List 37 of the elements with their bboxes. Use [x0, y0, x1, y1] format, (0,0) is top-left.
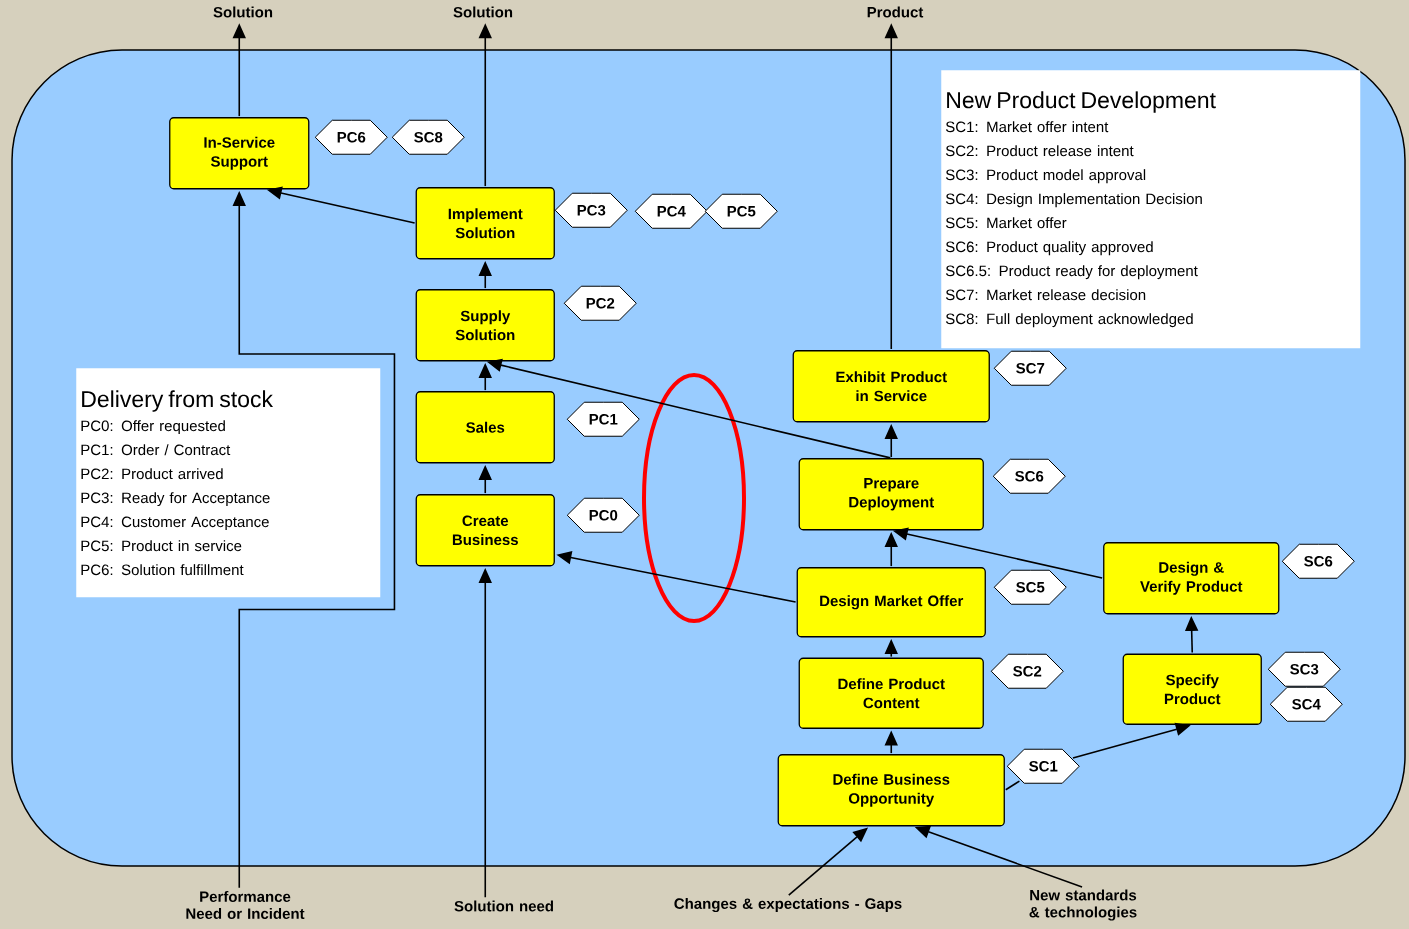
key-box: New Product Development SC1: Market offer intent SC2: Product release intent SC3: Product model approval SC4: Design Implementation Decision SC5: Market offer SC6: Product quality approved SC6.5: Product ready for deployment SC7: Market release decision SC8: Full deployment acknowledged: [941, 70, 1361, 349]
process-box: Specify Product: [1122, 653, 1262, 725]
flow-label: Changes & expectations - Gaps: [674, 897, 902, 913]
flow-label: Performance Need or Incident: [186, 891, 305, 919]
flow-label: Solution: [213, 6, 273, 18]
hexagon-tag: SC4: [1269, 686, 1343, 722]
process-box: Define Product Content: [798, 657, 984, 729]
hexagon-tag: SC2: [990, 653, 1064, 689]
hexagon-tag: SC6: [1281, 543, 1355, 579]
flow-label: Solution: [453, 6, 513, 18]
hexagon-tag: PC4: [634, 193, 708, 229]
key-box: Delivery from stock PC0: Offer requested PC1: Order / Contract PC2: Product arrived PC3: Ready for Acceptance PC4: Customer Acceptance PC5: Product in service PC6: Solution fulfillment: [76, 368, 381, 598]
process-box: In-Service Support: [169, 117, 310, 190]
hexagon-tag: SC8: [391, 119, 465, 155]
process-box: Implement Solution: [415, 187, 555, 260]
hexagon-tag: PC1: [566, 401, 640, 437]
hexagon-tag: SC6: [992, 458, 1066, 494]
hexagon-tag: SC1: [1006, 748, 1080, 784]
hexagon-tag: PC5: [704, 193, 778, 229]
process-box: Create Business: [415, 494, 555, 567]
hexagon-tag: SC7: [993, 350, 1067, 386]
flow-label: Product: [867, 6, 924, 18]
process-box: Design Market Offer: [796, 567, 986, 638]
process-box: Define Business Opportunity: [777, 754, 1005, 827]
flow-label: New standards & technologies: [1029, 889, 1137, 921]
hexagon-tag: PC0: [566, 497, 640, 533]
hexagon-tag: PC6: [314, 119, 388, 155]
flow-label: Solution need: [454, 900, 553, 912]
hexagon-tag: SC5: [993, 569, 1067, 605]
process-box: Prepare Deployment: [798, 458, 984, 531]
hexagon-tag: PC3: [554, 192, 628, 228]
process-box: Supply Solution: [415, 289, 555, 362]
process-box: Exhibit Product in Service: [792, 350, 990, 423]
process-box: Sales: [415, 391, 555, 464]
hexagon-tag: SC3: [1267, 651, 1341, 687]
process-box: Design & Verify Product: [1103, 542, 1280, 615]
hexagon-tag: PC2: [563, 285, 637, 321]
